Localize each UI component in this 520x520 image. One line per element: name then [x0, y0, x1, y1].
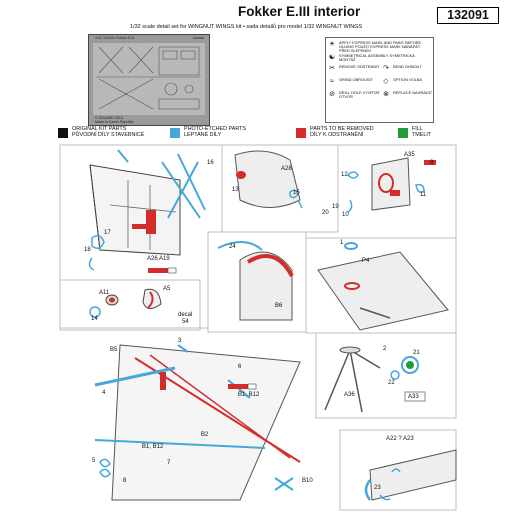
legend-item: ☯ SYMMETRICAL ASSEMBLY SYMETRICKÁ MONTÁŽ — [328, 53, 415, 63]
part-label: P4 — [362, 258, 370, 264]
part-number: 15 — [293, 190, 300, 196]
tripod-drawing — [324, 346, 426, 413]
fret-copyright: © EDUARD 2013 — [95, 116, 123, 120]
part-label: decal — [178, 312, 193, 318]
part-number: 14 — [91, 316, 98, 322]
color-key-swatch — [296, 128, 306, 138]
part-label: B1, B12 — [142, 444, 164, 450]
fret-brand: eduard — [192, 36, 204, 40]
part-number: 13 — [232, 187, 239, 193]
product-code: 132091 — [437, 7, 499, 24]
part-number: 1 — [340, 240, 344, 246]
legend-item: ◇ OPTION VOLBA — [383, 77, 422, 85]
part-number: 22 — [388, 380, 395, 386]
part-number: 20 — [322, 210, 329, 216]
legend-item: ☀ APPLY EXPRESS MASK AND PAINT BEFORE GL… — [328, 40, 422, 54]
part-number: 9 — [430, 160, 434, 166]
color-key-swatch — [398, 128, 408, 138]
grind-icon: ≈ — [330, 78, 334, 85]
fuselage-drawing — [317, 242, 449, 331]
headrest-drawing — [217, 241, 294, 321]
part-number: 12 — [341, 172, 348, 178]
bend-icon: ↷ — [383, 65, 389, 72]
part-number: 21 — [413, 350, 420, 356]
color-key-swatch — [58, 128, 68, 138]
part-label: A22 ? A23 — [386, 436, 414, 442]
part-number: 3 — [178, 338, 182, 344]
legend-item: ✂ REMOVE ODSTRANIT — [329, 64, 380, 72]
fret-made-in: Made in Czech Republic — [95, 120, 134, 124]
part-label: B5 — [110, 347, 118, 353]
part-label: A28 — [281, 166, 292, 172]
photo-etched-fret: 1/32 132091 Fokker E.III eduard © EDUARD… — [88, 34, 210, 126]
symbol-legend: ☀ APPLY EXPRESS MASK AND PAINT BEFORE GL… — [325, 37, 434, 123]
part-label: A36 — [344, 392, 355, 398]
part-label: A33 — [408, 394, 419, 400]
part-number: 24 — [229, 244, 236, 250]
color-key-swatch — [170, 128, 180, 138]
option-icon: ◇ — [383, 78, 389, 85]
small-parts-drawing — [89, 288, 162, 318]
step5-panel — [59, 279, 201, 331]
legend-item: ↷ BEND OHNOUT — [383, 64, 422, 72]
instrument-drawing — [346, 157, 436, 213]
sun-icon: ☀ — [328, 41, 336, 48]
scissors-icon: ✂ — [329, 65, 335, 72]
part-number: 16 — [207, 160, 214, 166]
part-number: 18 — [84, 247, 91, 253]
part-label: B1, B12 — [238, 392, 260, 398]
replace-icon: ⊗ — [383, 91, 389, 98]
cockpit-frame-drawing — [88, 149, 206, 274]
part-label: A35 — [404, 152, 415, 158]
control-column-drawing — [364, 449, 457, 501]
fret-parts-area — [93, 43, 205, 115]
part-number: 23 — [374, 485, 381, 491]
part-label: A26 A19 — [147, 256, 170, 262]
subtitle: 1/32 scale detail set for WINGNUT WINGS … — [130, 24, 363, 30]
legend-item: ⊘ DRILL HOLE VYVRTAT OTVOR — [329, 90, 380, 100]
fret-top-label: 1/32 132091 Fokker E.III — [95, 36, 135, 40]
symmetry-icon: ☯ — [328, 54, 336, 61]
part-number: 7 — [167, 460, 171, 466]
legend-item: ≈ GRIND OBROUSIT — [328, 77, 387, 86]
part-number: 8 — [123, 478, 127, 484]
part-number: 19 — [332, 204, 339, 210]
part-label: B10 — [302, 478, 313, 484]
part-label: 54 — [182, 319, 189, 325]
step8-panel — [315, 332, 457, 419]
part-label: B6 — [275, 303, 283, 309]
floor-board-drawing — [94, 344, 301, 501]
seat-drawing — [234, 150, 303, 209]
part-label: A11 — [99, 290, 110, 296]
fret-parts-drawing — [96, 46, 201, 110]
part-number: 5 — [92, 458, 96, 464]
part-number: 6 — [238, 364, 242, 370]
page-title: Fokker E.III interior — [238, 4, 361, 19]
part-label: B2 — [201, 432, 209, 438]
legend-item: ⊗ REPLACE NAHRADIT — [383, 90, 433, 98]
drill-icon: ⊘ — [329, 91, 335, 98]
part-number: 10 — [342, 212, 349, 218]
part-number: 2 — [383, 346, 387, 352]
part-number: 17 — [104, 230, 111, 236]
part-label: A5 — [163, 286, 171, 292]
part-number: 4 — [102, 390, 106, 396]
part-number: 11 — [420, 192, 427, 198]
